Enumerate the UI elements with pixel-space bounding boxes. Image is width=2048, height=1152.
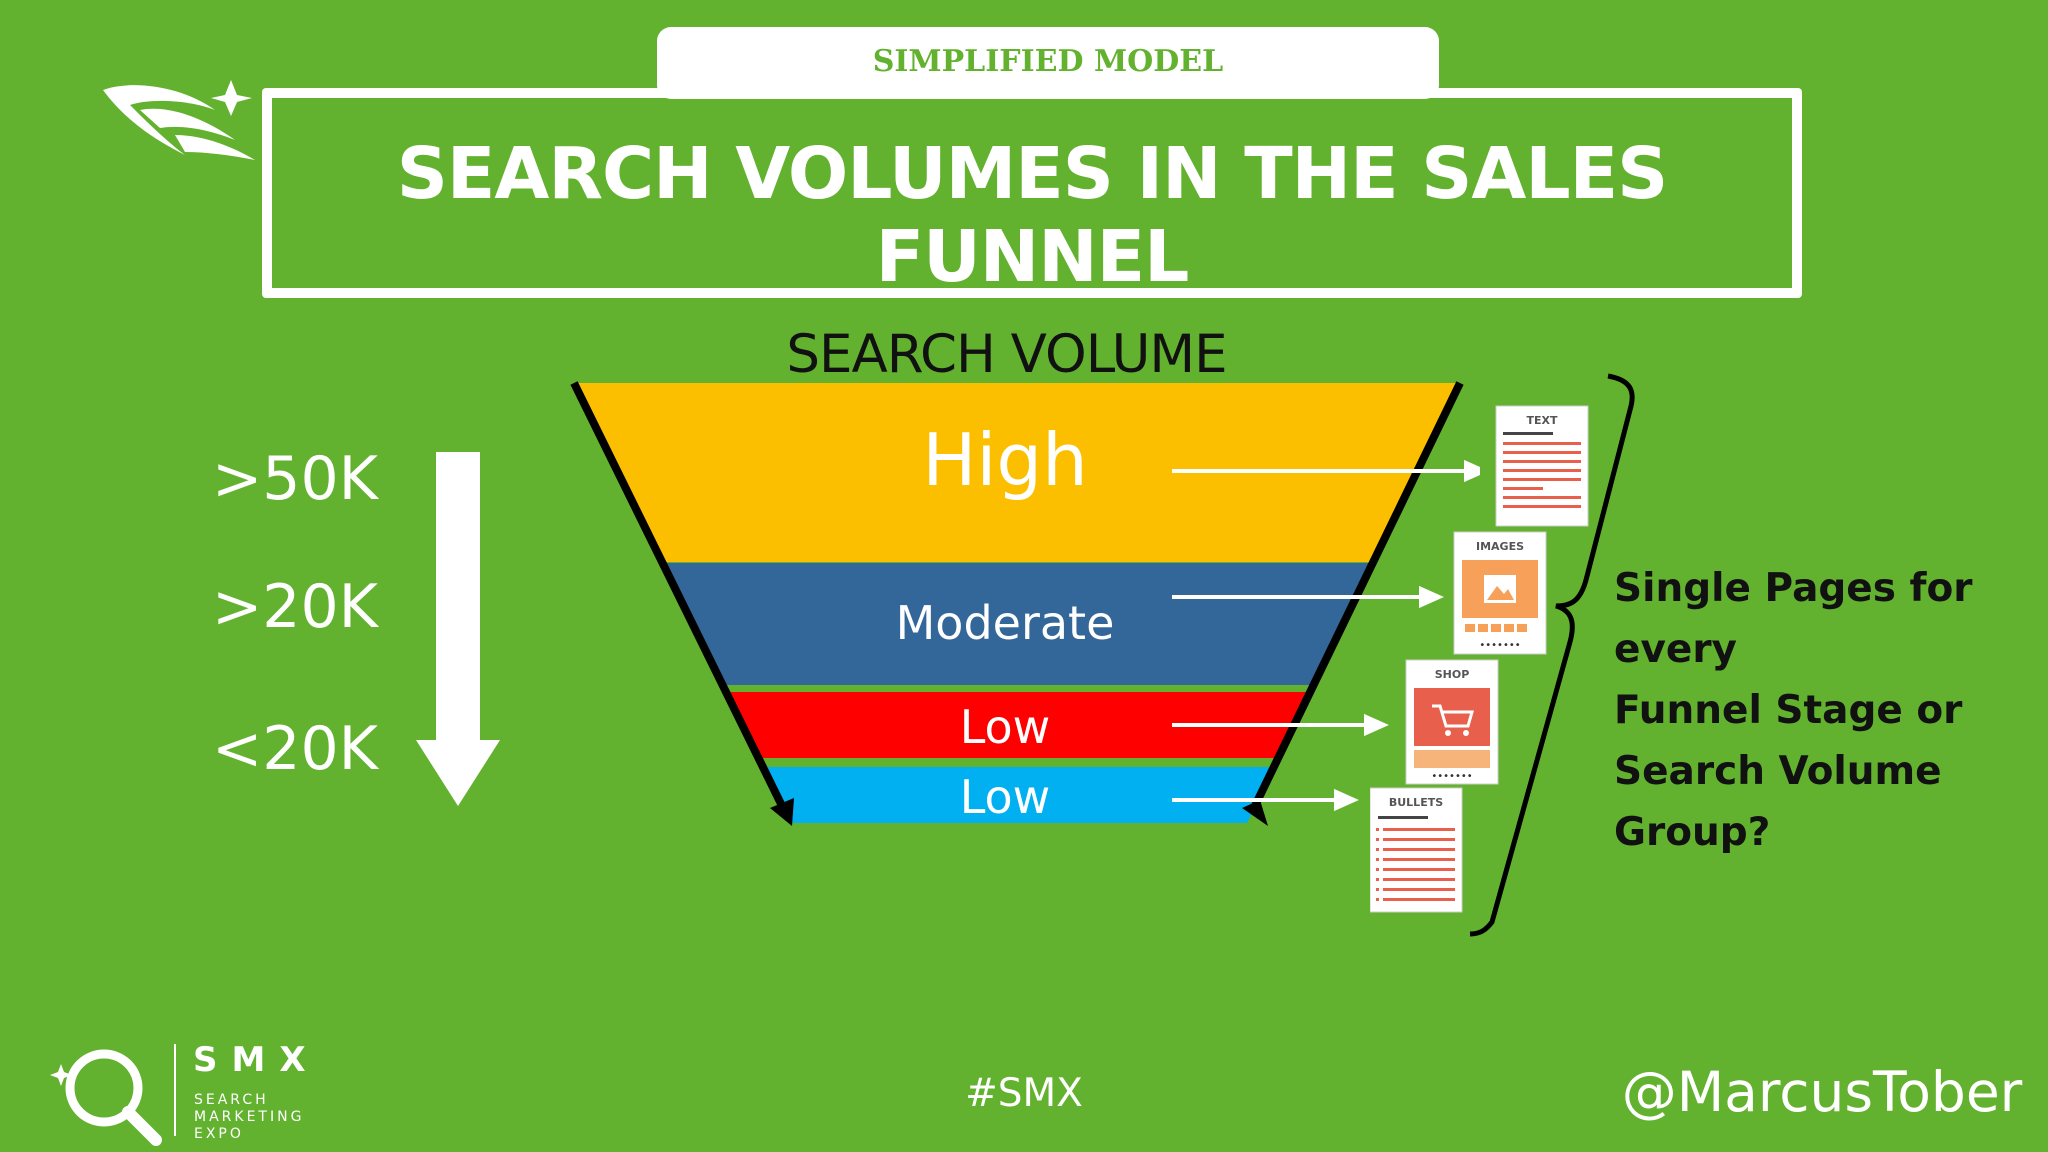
- bullets-page-icon: BULLETS: [1370, 787, 1463, 913]
- callout-line: Single Pages for every: [1614, 566, 1973, 672]
- svg-text:•••••••: •••••••: [1431, 771, 1472, 782]
- funnel-band-lowest: [762, 767, 1276, 823]
- down-arrow-icon: [416, 452, 500, 806]
- doc-label-bullets: BULLETS: [1389, 796, 1443, 809]
- funnel-band-high: [574, 383, 1458, 562]
- shop-page-icon: SHOP •••••••: [1405, 659, 1499, 785]
- band-label-low: Low: [959, 700, 1051, 754]
- smx-sub-line: MARKETING: [194, 1109, 305, 1125]
- smx-logo-icon: [50, 1044, 176, 1146]
- threshold-label: >20K: [212, 572, 378, 642]
- band-label-lowest: Low: [959, 770, 1051, 824]
- page-templates: TEXT IMAGES •••••••: [1370, 405, 1589, 913]
- subtitle-tab: [657, 27, 1439, 99]
- callout-line: Funnel Stage or: [1614, 688, 1963, 733]
- speaker-handle: @MarcusTober: [1621, 1060, 2023, 1124]
- svg-text:•••••••: •••••••: [1479, 640, 1520, 651]
- callout-line: Search Volume Group?: [1614, 749, 1942, 855]
- smx-logo-title: SMX: [193, 1040, 320, 1080]
- doc-label-shop: SHOP: [1435, 668, 1470, 681]
- funnel-diagram: [570, 381, 1480, 826]
- swoosh-logo-icon: [103, 80, 255, 160]
- threshold-label: >50K: [212, 444, 378, 514]
- doc-label-images: IMAGES: [1476, 540, 1524, 553]
- funnel-band-low: [728, 692, 1309, 758]
- band-label-moderate: Moderate: [895, 596, 1115, 650]
- smx-sub-line: EXPO: [194, 1126, 244, 1142]
- doc-label-text: TEXT: [1526, 414, 1557, 427]
- smx-sub-line: SEARCH: [194, 1092, 269, 1108]
- threshold-label: <20K: [212, 714, 378, 784]
- funnel-arrows: [1172, 459, 1480, 812]
- subtitle-label: SIMPLIFIED MODEL: [872, 44, 1224, 79]
- funnel-band-moderate: [666, 563, 1370, 685]
- callout-text: Single Pages for every Funnel Stage or S…: [1614, 558, 2044, 863]
- text-page-icon: TEXT: [1495, 405, 1589, 527]
- slide-title: SEARCH VOLUMES IN THE SALES FUNNEL: [396, 132, 1669, 298]
- title-box: [262, 88, 1802, 298]
- smx-logo-subtitle: SEARCH MARKETING EXPO: [194, 1092, 304, 1143]
- image-page-icon: IMAGES •••••••: [1453, 531, 1547, 655]
- hashtag: #SMX: [965, 1071, 1083, 1116]
- funnel-heading: SEARCH VOLUME: [786, 324, 1227, 385]
- band-label-high: High: [922, 418, 1088, 502]
- curly-brace-icon: [1469, 373, 1635, 937]
